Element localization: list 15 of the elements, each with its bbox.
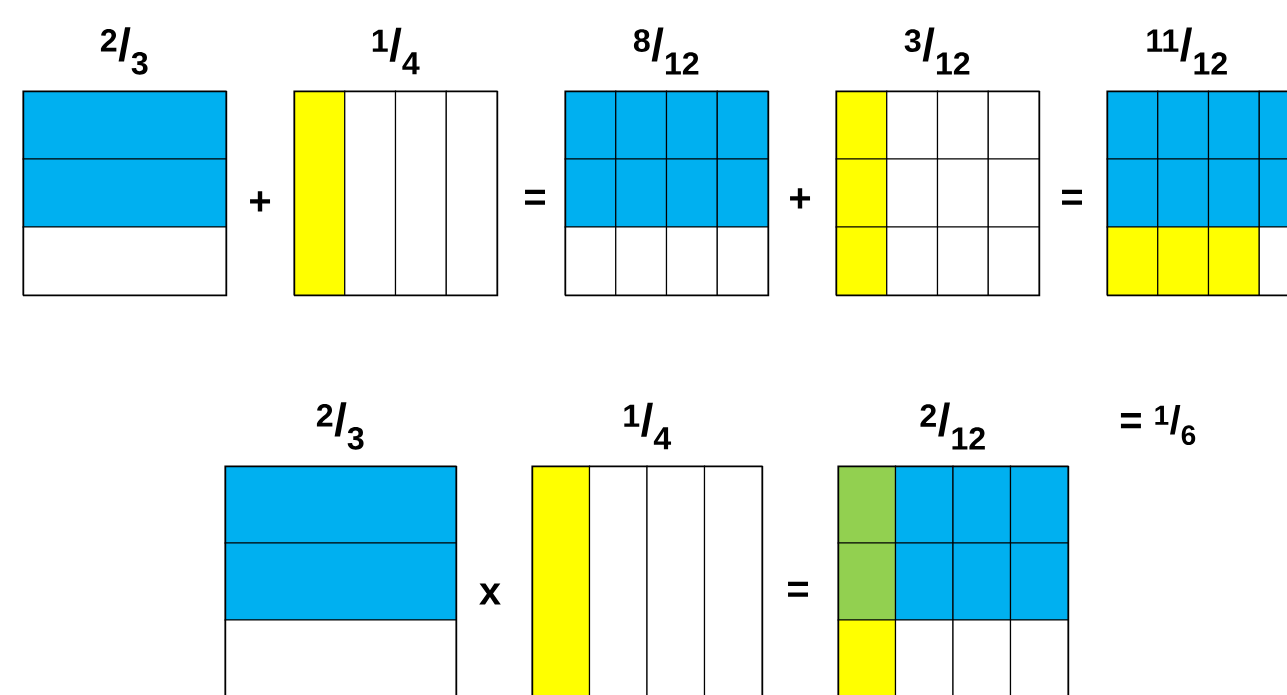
- operator-sign: +: [790, 188, 810, 209]
- operator-sign: +: [250, 191, 271, 212]
- operator-sign: =: [1062, 189, 1082, 205]
- operator-sign: =: [525, 189, 545, 205]
- fraction-label: $^{1}$/$_{4}$: [624, 402, 672, 450]
- fraction-label: $^{2}$/$_{3}$: [100, 27, 148, 75]
- fraction-label: $^{2}$/$_{12}$: [920, 402, 985, 450]
- fraction-label: $^{3}$/$_{12}$: [904, 27, 970, 75]
- fraction-label: $^{8}$/$_{12}$: [633, 27, 699, 75]
- operator-sign: = $^{1}$/$_{6}$: [1120, 404, 1196, 446]
- operator-sign: x: [479, 583, 501, 605]
- operator-sign: =: [788, 581, 808, 597]
- fraction-label: $^{1}$/$_{4}$: [372, 27, 420, 75]
- fraction-label: $^{11}$/$_{12}$: [1147, 27, 1227, 75]
- fraction-label: $^{2}$/$_{3}$: [316, 402, 364, 450]
